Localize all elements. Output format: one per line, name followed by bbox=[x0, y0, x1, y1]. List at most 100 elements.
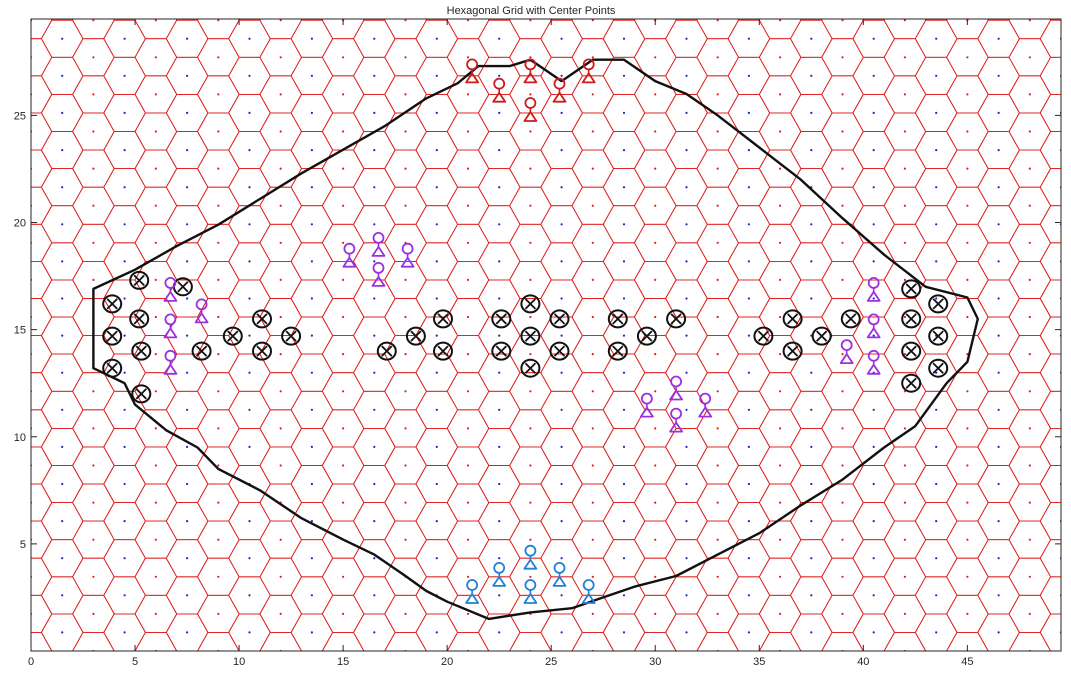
marker-body bbox=[669, 421, 683, 433]
hex-center-point bbox=[61, 520, 64, 523]
hex-center-point bbox=[61, 408, 64, 411]
hex-center-point bbox=[217, 353, 220, 356]
hex-center-point bbox=[404, 501, 407, 504]
hex-center-point bbox=[779, 390, 782, 393]
marker-circle bbox=[129, 309, 150, 329]
circle-x-marker bbox=[376, 341, 397, 361]
hex-center-point bbox=[466, 464, 470, 467]
person-marker bbox=[669, 375, 683, 401]
hex-center-point bbox=[529, 501, 532, 504]
hex-center-point bbox=[123, 223, 126, 226]
circle-x-marker bbox=[433, 309, 453, 329]
hex-center-point bbox=[810, 223, 813, 226]
marker-cross bbox=[932, 298, 944, 310]
hex-center-point bbox=[154, 241, 157, 244]
hex-center-point bbox=[435, 520, 438, 523]
hex-center-point bbox=[685, 74, 688, 77]
hex-center-point bbox=[279, 204, 282, 207]
circle-x-marker bbox=[840, 309, 861, 329]
hex-center-point bbox=[872, 297, 875, 300]
hex-center-point bbox=[716, 575, 719, 578]
hex-center-point bbox=[591, 315, 594, 319]
hex-center-point bbox=[841, 575, 844, 578]
hex-center-point bbox=[186, 297, 189, 300]
hex-center-point bbox=[186, 557, 189, 560]
hex-center-point bbox=[810, 149, 813, 152]
hex-center-point bbox=[779, 538, 782, 541]
hex-center-point bbox=[435, 408, 438, 411]
hex-center-point bbox=[591, 390, 594, 393]
hex-center-point bbox=[654, 204, 657, 207]
hex-center-point bbox=[935, 482, 938, 486]
y-tick-label: 25 bbox=[14, 110, 26, 122]
hex-center-point bbox=[466, 390, 470, 393]
hex-center-point bbox=[466, 353, 470, 356]
hex-center-point bbox=[342, 353, 345, 356]
hex-center-point bbox=[342, 427, 345, 430]
marker-cross bbox=[905, 377, 917, 389]
hex-center-point bbox=[560, 631, 563, 634]
hex-center-point bbox=[810, 520, 813, 523]
hex-center-point bbox=[810, 482, 813, 486]
hex-center-point bbox=[935, 408, 938, 411]
hex-center-point bbox=[560, 334, 563, 337]
marker-body bbox=[342, 256, 357, 268]
person-marker bbox=[492, 562, 507, 587]
circle-x-marker bbox=[129, 270, 150, 290]
hex-center-point bbox=[373, 37, 376, 40]
hex-center-point bbox=[716, 278, 719, 281]
hex-center-point bbox=[123, 482, 126, 486]
marker-circle bbox=[102, 326, 123, 346]
hex-cell bbox=[1039, 205, 1061, 244]
hex-center-point bbox=[248, 408, 251, 411]
hex-center-point bbox=[654, 241, 657, 244]
hex-center-point bbox=[560, 260, 563, 263]
hex-center-point bbox=[560, 557, 563, 560]
hex-center-point bbox=[997, 631, 1000, 634]
hex-center-point bbox=[435, 223, 438, 226]
hex-center-point bbox=[841, 278, 844, 281]
marker-circle bbox=[782, 309, 803, 329]
hex-center-point bbox=[404, 612, 407, 616]
marker-body bbox=[163, 290, 178, 302]
hex-center-point bbox=[466, 241, 470, 244]
hex-center-point bbox=[404, 278, 407, 281]
hex-center-point bbox=[342, 278, 345, 281]
hex-center-point bbox=[310, 631, 313, 634]
hex-center-point bbox=[997, 297, 1000, 300]
person-marker bbox=[698, 392, 713, 418]
hex-center-point bbox=[685, 408, 688, 411]
marker-circle bbox=[607, 341, 628, 361]
hex-center-point bbox=[997, 371, 1000, 374]
hex-center-point bbox=[966, 612, 969, 616]
hex-center-point bbox=[217, 56, 220, 59]
hex-center-point bbox=[123, 557, 126, 560]
hex-center-point bbox=[716, 167, 719, 170]
hex-center-point bbox=[997, 149, 1000, 152]
person-marker bbox=[866, 349, 881, 375]
hex-center-point bbox=[779, 427, 782, 430]
hex-center-point bbox=[716, 353, 719, 356]
hex-center-point bbox=[342, 612, 345, 616]
hex-center-point bbox=[716, 390, 719, 393]
hex-center-point bbox=[154, 501, 157, 504]
y-tick-label: 15 bbox=[14, 325, 26, 337]
hex-center-point bbox=[498, 186, 501, 189]
person-marker bbox=[839, 339, 854, 365]
hex-center-point bbox=[248, 74, 251, 77]
hex-center-point bbox=[935, 297, 938, 300]
hex-center-point bbox=[872, 37, 875, 40]
hex-center-point bbox=[935, 371, 938, 374]
hex-center-point bbox=[279, 464, 282, 467]
hex-center-point bbox=[622, 408, 626, 411]
marker-cross bbox=[135, 345, 147, 357]
hex-center-point bbox=[872, 260, 875, 263]
marker-cross bbox=[381, 345, 393, 357]
hex-cell bbox=[1039, 316, 1061, 355]
hex-center-point bbox=[217, 464, 220, 467]
hex-center-point bbox=[903, 130, 907, 133]
hex-center-point bbox=[997, 260, 1000, 263]
marker-body bbox=[492, 91, 507, 103]
person-marker bbox=[492, 77, 507, 103]
hex-center-point bbox=[248, 223, 251, 226]
